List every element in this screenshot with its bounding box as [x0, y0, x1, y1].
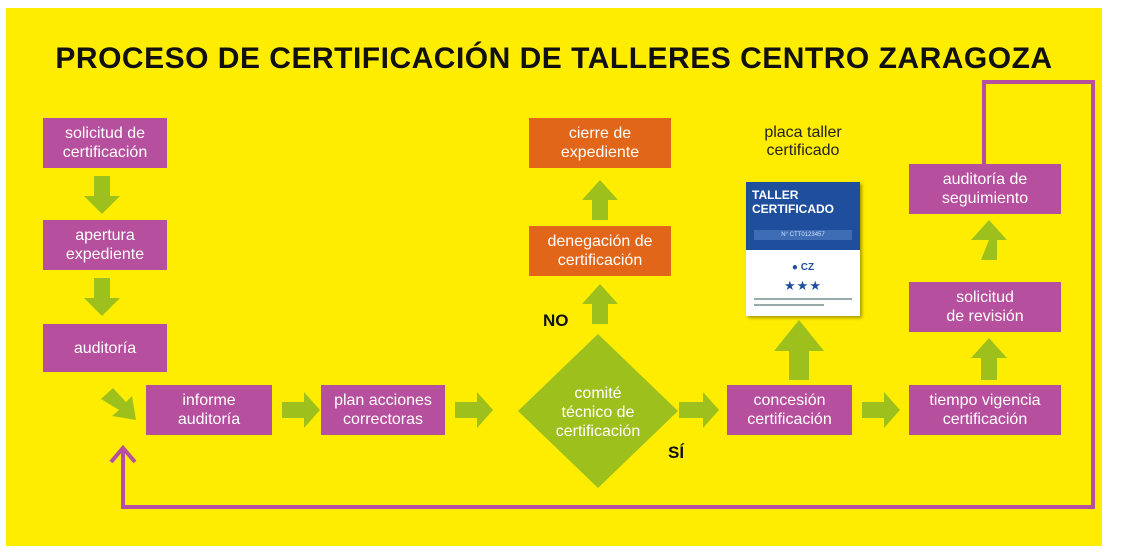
arrow-apertura-to-auditoria: [84, 278, 120, 316]
node-denegacion-certificacion: denegación de certificación: [529, 226, 671, 276]
node-solicitud-certificacion: solicitud de certificación: [43, 118, 167, 168]
arrow-denegacion-to-cierre: [582, 180, 618, 220]
decision-label-si: SÍ: [668, 443, 685, 462]
diagram-title: PROCESO DE CERTIFICACIÓN DE TALLERES CEN…: [55, 42, 1053, 75]
node-solicitud-label: solicitud de certificación: [62, 125, 148, 161]
node-auditoria-seguimiento: auditoría de seguimiento: [909, 164, 1061, 214]
plate-caption: placa taller certificado: [764, 124, 842, 159]
plate-header: TALLER CERTIFICADO N° CTT0123457: [746, 182, 860, 250]
node-cierre-label: cierre de expediente: [560, 125, 640, 161]
arrow-concesion-to-tiempo: [862, 392, 900, 428]
arrow-comite-to-denegacion: [582, 284, 618, 324]
node-cierre-expediente: cierre de expediente: [529, 118, 671, 168]
node-informe-auditoria: informe auditoría: [146, 385, 272, 435]
node-plan-acciones: plan acciones correctoras: [321, 385, 445, 435]
arrow-tiempo-to-solicitud-revision: [971, 338, 1007, 380]
node-auditoria-seguimiento-label: auditoría de seguimiento: [941, 171, 1029, 207]
node-apertura-label: apertura expediente: [65, 227, 145, 263]
node-apertura-expediente: apertura expediente: [43, 220, 167, 270]
node-concesion-label: concesión certificación: [747, 392, 832, 428]
plate-logo: ● CZ: [791, 262, 815, 273]
certified-workshop-plate: TALLER CERTIFICADO N° CTT0123457 ● CZ ★★…: [746, 182, 860, 316]
arrow-revision-to-seguimiento: [971, 220, 1007, 260]
node-plan-label: plan acciones correctoras: [334, 392, 432, 428]
plate-heading: TALLER CERTIFICADO: [752, 188, 834, 216]
plate-fineprint-line: [754, 298, 852, 300]
node-solicitud-revision: solicitud de revisión: [909, 282, 1061, 332]
node-auditoria-label: auditoría: [73, 339, 137, 357]
node-informe-label: informe auditoría: [177, 392, 241, 428]
decision-diamond: [518, 334, 678, 488]
loop-line: [121, 80, 1095, 509]
node-comite-label: comité técnico de certificación: [555, 384, 641, 440]
plate-fineprint-line: [754, 304, 824, 306]
node-denegacion-label: denegación de certificación: [547, 233, 653, 269]
plate-code: N° CTT0123457: [754, 230, 852, 240]
arrow-solicitud-to-apertura: [84, 176, 120, 214]
arrow-plan-to-comite: [455, 392, 493, 428]
node-tiempo-vigencia: tiempo vigencia certificación: [909, 385, 1061, 435]
decision-label-no: NO: [543, 311, 569, 330]
node-auditoria: auditoría: [43, 324, 167, 372]
node-tiempo-label: tiempo vigencia certificación: [929, 392, 1041, 428]
node-concesion-certificacion: concesión certificación: [727, 385, 852, 435]
arrow-comite-to-concesion: [679, 392, 719, 428]
plate-stars: ★★★: [784, 278, 822, 293]
diagram-canvas: PROCESO DE CERTIFICACIÓN DE TALLERES CEN…: [6, 8, 1102, 546]
arrow-concesion-to-plate: [774, 320, 824, 380]
node-solicitud-revision-label: solicitud de revisión: [946, 289, 1024, 325]
node-comite-tecnico: comité técnico de certificación: [538, 370, 658, 454]
connectors-layer: [84, 80, 1095, 509]
loop-arrowhead: [109, 444, 137, 464]
arrow-informe-to-plan: [282, 392, 320, 428]
arrow-auditoria-to-informe: [101, 388, 136, 420]
